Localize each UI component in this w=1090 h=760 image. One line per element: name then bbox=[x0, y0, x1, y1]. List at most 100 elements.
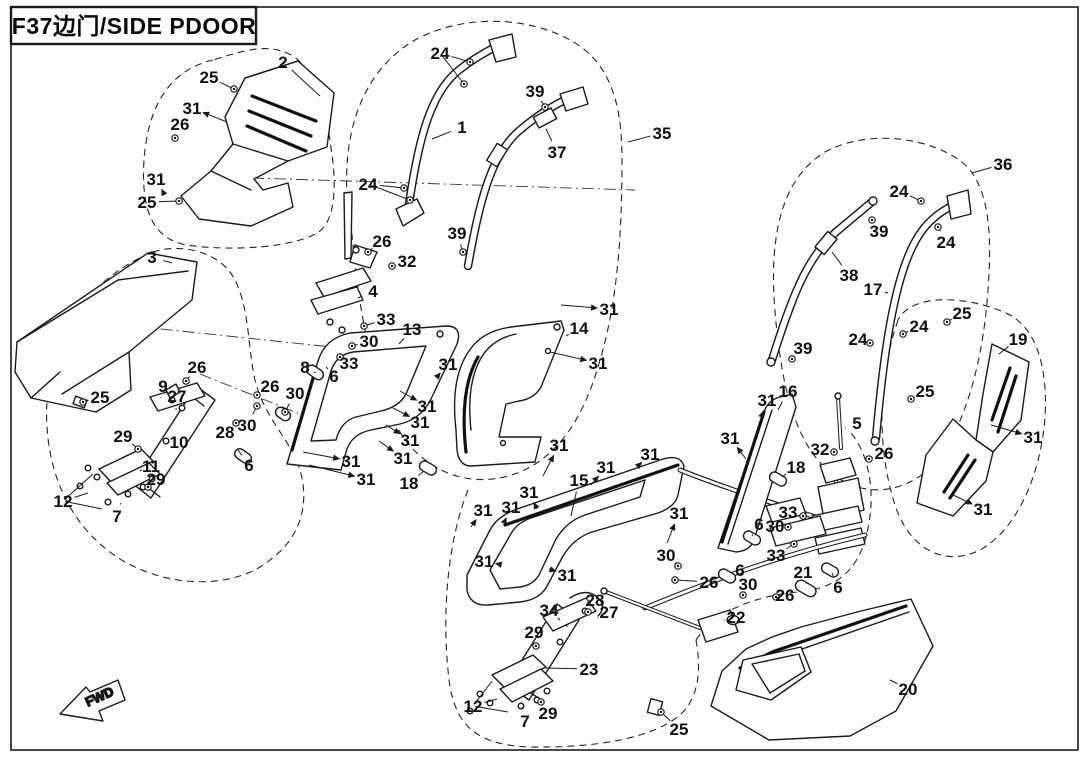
fastener-center bbox=[468, 60, 472, 64]
leader-line bbox=[308, 464, 355, 477]
leader-line bbox=[302, 451, 340, 460]
part-number-24: 24 bbox=[910, 317, 929, 336]
leader-line bbox=[545, 128, 553, 142]
part-number-25: 25 bbox=[670, 720, 689, 739]
part-number-33: 33 bbox=[767, 546, 786, 565]
part-number-31: 31 bbox=[589, 354, 608, 373]
part-number-32: 32 bbox=[398, 252, 417, 271]
leader-line bbox=[418, 470, 425, 476]
part-number-35: 35 bbox=[653, 124, 672, 143]
leader-arrow-icon bbox=[533, 501, 540, 510]
part-number-6: 6 bbox=[833, 578, 842, 597]
group-outline-left bbox=[46, 247, 305, 583]
part-number-31: 31 bbox=[641, 445, 660, 464]
part-3-sill-panel bbox=[14, 252, 198, 413]
part-number-26: 26 bbox=[700, 573, 719, 592]
part-number-26: 26 bbox=[373, 232, 392, 251]
part-number-31: 31 bbox=[342, 452, 361, 471]
fastener-center bbox=[792, 542, 796, 546]
leader-arrow-icon bbox=[736, 446, 744, 455]
part-number-25: 25 bbox=[138, 193, 157, 212]
part-number-18: 18 bbox=[400, 474, 419, 493]
part-23-hinge-strut bbox=[466, 591, 664, 717]
part-number-31: 31 bbox=[721, 429, 740, 448]
part-number-25: 25 bbox=[91, 388, 110, 407]
leader-arrow-icon bbox=[332, 454, 341, 461]
part-number-28: 28 bbox=[216, 423, 235, 442]
group-outline-bottom-right-curve bbox=[695, 431, 872, 641]
part-number-31: 31 bbox=[401, 431, 420, 450]
fastener-center bbox=[673, 578, 677, 582]
leader-arrow-icon bbox=[590, 304, 599, 311]
group-outline-top-left bbox=[142, 48, 335, 249]
leader-arrow-icon bbox=[386, 444, 395, 452]
part-number-31: 31 bbox=[394, 449, 413, 468]
part-number-30: 30 bbox=[238, 416, 257, 435]
part-number-31: 31 bbox=[550, 436, 569, 455]
fastener-center bbox=[390, 264, 394, 268]
part-1-roll-tube bbox=[395, 33, 517, 227]
leader-line bbox=[398, 337, 405, 345]
part-number-31: 31 bbox=[758, 391, 777, 410]
part-38-tube bbox=[766, 196, 878, 367]
part-number-3: 3 bbox=[147, 248, 156, 267]
part-number-28: 28 bbox=[586, 591, 605, 610]
left-hinge-assembly bbox=[72, 382, 216, 506]
part-number-27: 27 bbox=[600, 603, 619, 622]
fastener-center bbox=[901, 332, 905, 336]
leader-line bbox=[570, 491, 577, 517]
part-number-12: 12 bbox=[464, 697, 483, 716]
part-16-brace bbox=[717, 393, 797, 553]
leader-arrow-icon bbox=[635, 461, 643, 469]
fastener-center bbox=[832, 450, 836, 454]
part-number-6: 6 bbox=[735, 561, 744, 580]
leader-line bbox=[560, 304, 598, 309]
leader-arrow-icon bbox=[393, 427, 401, 435]
fastener-center bbox=[945, 320, 949, 324]
page-title: F37边门/SIDE PDOOR bbox=[12, 13, 256, 39]
part-number-26: 26 bbox=[188, 358, 207, 377]
group-outline-35 bbox=[346, 20, 623, 481]
part-number-25: 25 bbox=[953, 304, 972, 323]
leader-line bbox=[889, 679, 898, 685]
right-latch-assembly bbox=[600, 392, 868, 643]
part-number-8: 8 bbox=[300, 358, 309, 377]
leader-line bbox=[379, 184, 405, 189]
part-number-29: 29 bbox=[147, 470, 166, 489]
part-number-33: 33 bbox=[779, 503, 798, 522]
leader-arrow-icon bbox=[669, 523, 676, 531]
fastener-center bbox=[774, 595, 778, 599]
fastener-center bbox=[81, 400, 85, 404]
part-number-19: 19 bbox=[1009, 330, 1028, 349]
leader-line bbox=[64, 473, 94, 501]
fwd-arrow-icon bbox=[59, 679, 126, 722]
part-number-34: 34 bbox=[540, 601, 559, 620]
leader-line bbox=[163, 259, 173, 264]
leader-line bbox=[777, 401, 783, 411]
fastener-center bbox=[676, 564, 680, 568]
leader-arrow-icon bbox=[433, 372, 441, 380]
leader-line bbox=[884, 291, 889, 294]
part-number-4: 4 bbox=[368, 282, 378, 301]
leader-line bbox=[325, 366, 329, 370]
part-number-14: 14 bbox=[570, 319, 589, 338]
leader-line bbox=[971, 166, 992, 174]
part-number-5: 5 bbox=[852, 414, 861, 433]
part-number-25: 25 bbox=[916, 382, 935, 401]
part-number-31: 31 bbox=[600, 300, 619, 319]
part-number-36: 36 bbox=[994, 155, 1013, 174]
part-number-31: 31 bbox=[475, 552, 494, 571]
leader-line bbox=[139, 469, 143, 472]
leader-line bbox=[484, 698, 498, 704]
part-17-tube bbox=[870, 189, 972, 446]
leader-arrow-icon bbox=[402, 410, 411, 417]
part-number-24: 24 bbox=[359, 175, 378, 194]
leader-arrow-icon bbox=[347, 471, 356, 478]
fastener-center bbox=[234, 421, 238, 425]
fastener-center bbox=[366, 250, 370, 254]
part-number-20: 20 bbox=[899, 680, 918, 699]
fastener-center bbox=[146, 485, 150, 489]
part-number-29: 29 bbox=[539, 704, 558, 723]
part-number-23: 23 bbox=[580, 660, 599, 679]
